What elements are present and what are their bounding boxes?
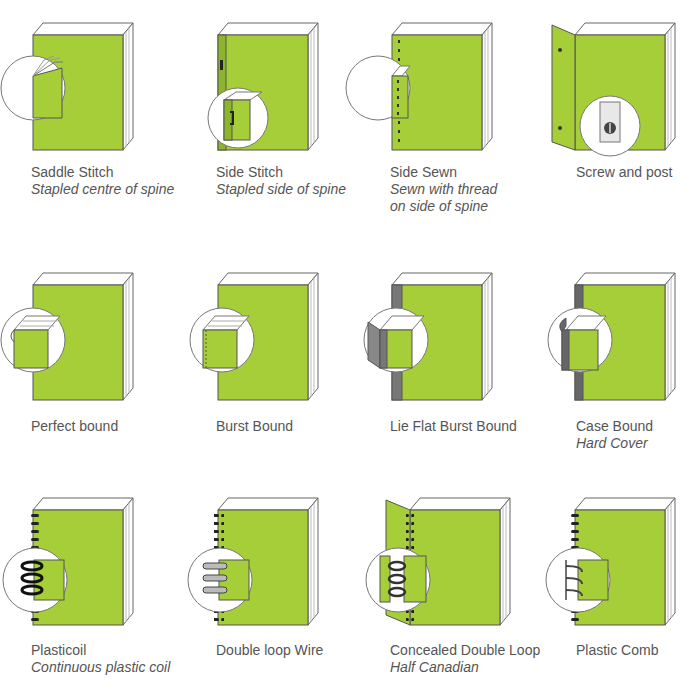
detail-spine bbox=[224, 100, 232, 140]
binding-name: Plasticoil bbox=[31, 642, 206, 659]
saddle-stitch-book bbox=[1, 23, 133, 150]
detail-cover bbox=[14, 330, 48, 368]
side-sewn-book bbox=[346, 23, 492, 150]
binding-name: Burst Bound bbox=[216, 418, 386, 435]
binding-name: Screw and post bbox=[576, 164, 694, 181]
magnifier bbox=[546, 548, 610, 612]
detail-cover bbox=[404, 556, 426, 602]
screw-hole bbox=[558, 48, 562, 52]
detail-pages bbox=[224, 92, 262, 100]
binding-name: Lie Flat Burst Bound bbox=[390, 418, 570, 435]
detail-pages bbox=[566, 316, 606, 330]
detail-fold bbox=[33, 56, 54, 76]
screw-slot bbox=[609, 123, 611, 133]
detail-spine bbox=[562, 330, 569, 370]
magnifier bbox=[364, 308, 428, 372]
open-cover-flap bbox=[552, 25, 575, 150]
detail-wire-loop bbox=[203, 563, 227, 569]
magnifier bbox=[580, 96, 640, 156]
magnifier bbox=[190, 308, 254, 372]
detail-pages bbox=[203, 316, 249, 330]
detail-cover bbox=[33, 68, 62, 118]
detail-wire-loop bbox=[389, 575, 405, 583]
book bbox=[218, 23, 318, 150]
binding-subtitle: Half Canadian bbox=[390, 659, 570, 676]
magnifier bbox=[3, 548, 67, 612]
magnifier bbox=[1, 56, 65, 120]
burst-bound-book bbox=[190, 273, 318, 400]
lie-flat-burst-bound-book bbox=[364, 273, 492, 400]
detail-staple bbox=[230, 112, 233, 124]
detail-coil bbox=[22, 562, 42, 570]
detail-pages bbox=[392, 66, 410, 76]
staple bbox=[220, 60, 223, 70]
detail-coil bbox=[22, 574, 42, 582]
side-stitch-book bbox=[208, 23, 318, 150]
binding-subtitle: Hard Cover bbox=[576, 435, 694, 452]
magnifier bbox=[346, 56, 410, 120]
detail-cover bbox=[562, 330, 598, 370]
detail-comb-tooth bbox=[566, 590, 582, 596]
case-bound-book bbox=[548, 273, 675, 400]
plasticoil-book bbox=[3, 498, 133, 625]
screw-hole bbox=[558, 126, 562, 130]
magnifier bbox=[208, 88, 268, 148]
detail-cover bbox=[380, 330, 412, 368]
detail-cover bbox=[203, 330, 237, 368]
page-line bbox=[212, 321, 246, 322]
perfect-bound-book bbox=[1, 273, 133, 400]
binding-subtitle: Sewn with thread on side of spine bbox=[390, 181, 515, 215]
detail-wire-loop bbox=[203, 575, 227, 581]
magnifier bbox=[548, 308, 612, 372]
plastic-comb-book bbox=[546, 498, 675, 625]
binding-subtitle: Continuous plastic coil bbox=[31, 659, 206, 676]
detail-wire-loop bbox=[389, 562, 405, 570]
page-line bbox=[20, 326, 54, 327]
detail-notches bbox=[206, 330, 207, 368]
post bbox=[600, 102, 620, 142]
binding-name: Perfect bound bbox=[31, 418, 206, 435]
detail-cover bbox=[392, 76, 408, 118]
page-line bbox=[208, 326, 242, 327]
binding-name: Concealed Double Loop bbox=[390, 642, 570, 659]
concealed-double-loop-book bbox=[366, 498, 510, 625]
binding-subtitle: Stapled side of spine bbox=[216, 181, 386, 198]
detail-fold bbox=[33, 58, 60, 76]
magnifier bbox=[1, 308, 65, 372]
binding-name: Side Stitch bbox=[216, 164, 386, 181]
detail-coil bbox=[22, 586, 42, 594]
detail-wire-loop bbox=[389, 588, 405, 596]
screw-and-post-book bbox=[552, 23, 675, 156]
detail-pages bbox=[380, 316, 424, 330]
detail-spine-gap bbox=[368, 322, 380, 368]
magnifier bbox=[188, 548, 252, 612]
detail-cover bbox=[224, 100, 250, 140]
book bbox=[33, 23, 133, 150]
binding-name: Saddle Stitch bbox=[31, 164, 211, 181]
detail-comb-tooth bbox=[566, 578, 582, 584]
binding-name: Plastic Comb bbox=[576, 642, 694, 659]
page-line bbox=[23, 321, 57, 322]
detail-pages bbox=[14, 316, 60, 330]
double-loop-wire-book bbox=[188, 498, 318, 625]
magnifier bbox=[366, 548, 430, 612]
detail-thread bbox=[397, 80, 399, 116]
detail-spine bbox=[11, 330, 14, 342]
binding-name: Double loop Wire bbox=[216, 642, 386, 659]
binding-name: Side Sewn bbox=[390, 164, 515, 181]
detail-comb-tooth bbox=[566, 566, 582, 572]
detail-wire-loop bbox=[203, 587, 227, 593]
book bbox=[392, 23, 492, 150]
detail-spine bbox=[380, 330, 387, 368]
binding-name: Case Bound bbox=[576, 418, 694, 435]
screw-head bbox=[604, 122, 616, 134]
binding-subtitle: Stapled centre of spine bbox=[31, 181, 211, 198]
